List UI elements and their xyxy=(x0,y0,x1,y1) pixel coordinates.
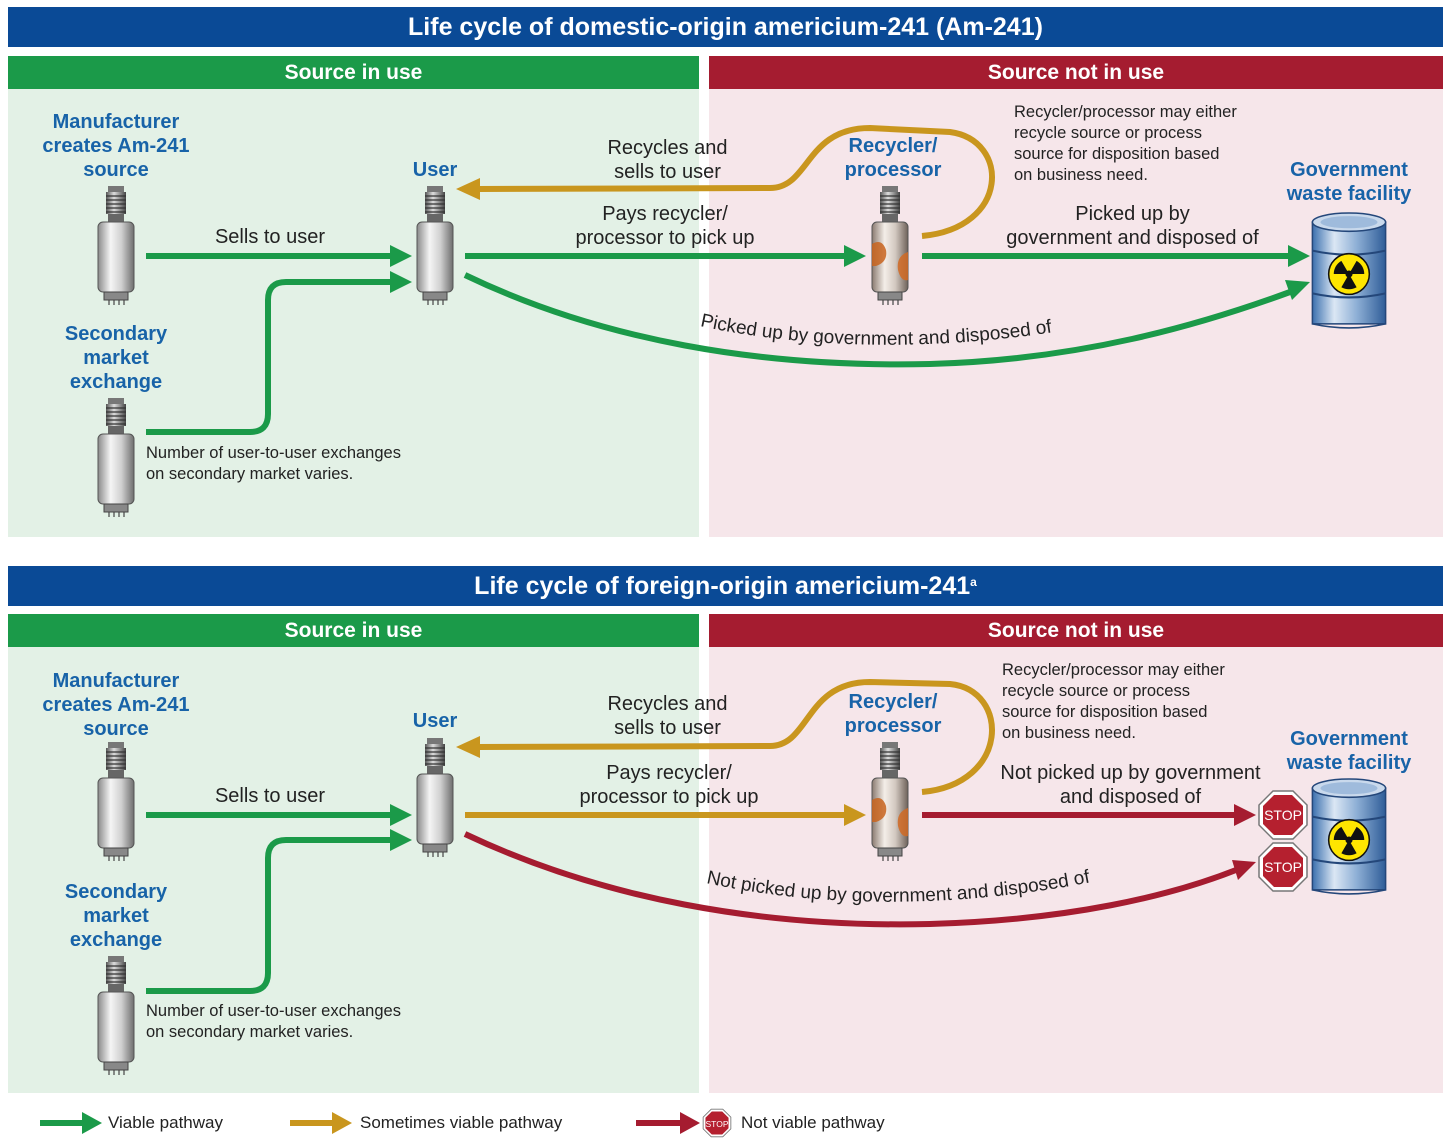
top-title: Life cycle of domestic-origin americium-… xyxy=(8,7,1443,47)
svg-text:STOP: STOP xyxy=(706,1119,729,1129)
bottom-user-label: User xyxy=(412,710,458,732)
bottom-curve-label: Not picked up by government and disposed… xyxy=(705,866,1092,906)
bottom-arrows xyxy=(146,678,1238,994)
bottom-user-source-icon xyxy=(416,738,454,858)
bottom-pays-label: Pays recycler/processor to pick up xyxy=(579,762,759,808)
top-secondary-source-icon xyxy=(97,398,135,518)
bottom-source-not-in-use-header: Source not in use xyxy=(709,614,1443,647)
stop-sign-label: STOP xyxy=(1264,807,1302,823)
bottom-title: Life cycle of foreign-origin americium-2… xyxy=(8,566,1443,606)
bottom-secondary-source-icon xyxy=(97,956,135,1076)
bottom-waste-drum-icon xyxy=(1311,778,1387,895)
legend-sometimes-label: Sometimes viable pathway xyxy=(360,1113,563,1132)
top-recycle-arrow xyxy=(477,124,995,239)
top-arrows xyxy=(146,124,1292,435)
top-curve-arrow xyxy=(463,272,1292,368)
bottom-source-in-use-header: Source in use xyxy=(8,614,699,647)
top-source-in-use-header: Source in use xyxy=(8,56,699,89)
legend-graphics: STOP xyxy=(40,1108,732,1138)
top-manufacturer-source-icon xyxy=(97,186,135,306)
bottom-recycle-arrow xyxy=(477,678,995,795)
bottom-arrowheads xyxy=(390,736,1256,880)
legend-not-viable-label: Not viable pathway xyxy=(741,1113,885,1132)
top-secondary-arrow xyxy=(146,279,392,435)
bottom-secondary-arrow xyxy=(146,837,392,994)
bottom-recycler-label: Recycler/processor xyxy=(844,691,942,737)
legend-viable-arrow xyxy=(82,1112,102,1134)
bottom-recycler-source-icon xyxy=(871,742,909,862)
top-user-source-icon xyxy=(416,186,454,306)
top-recycler-source-icon xyxy=(871,186,909,306)
top-pays-label: Pays recycler/processor to pick up xyxy=(575,203,755,249)
top-sells-label: Sells to user xyxy=(214,226,326,248)
bottom-sells-label: Sells to user xyxy=(214,785,326,807)
stop-sign-label: STOP xyxy=(1264,859,1302,875)
bottom-curve-arrow xyxy=(463,831,1238,928)
legend-not-viable-arrow xyxy=(680,1112,700,1134)
top-recycler-label: Recycler/processor xyxy=(844,135,942,181)
top-curve-label: Picked up by government and disposed of xyxy=(699,310,1054,349)
legend-viable-label: Viable pathway xyxy=(108,1113,223,1132)
legend-sometimes-arrow xyxy=(332,1112,352,1134)
top-waste-drum-icon xyxy=(1311,212,1387,329)
footnote-marker: a xyxy=(970,575,977,589)
top-source-not-in-use-header: Source not in use xyxy=(709,56,1443,89)
top-user-label: User xyxy=(412,159,458,181)
bottom-manufacturer-source-icon xyxy=(97,742,135,862)
top-arrowheads xyxy=(390,178,1310,300)
